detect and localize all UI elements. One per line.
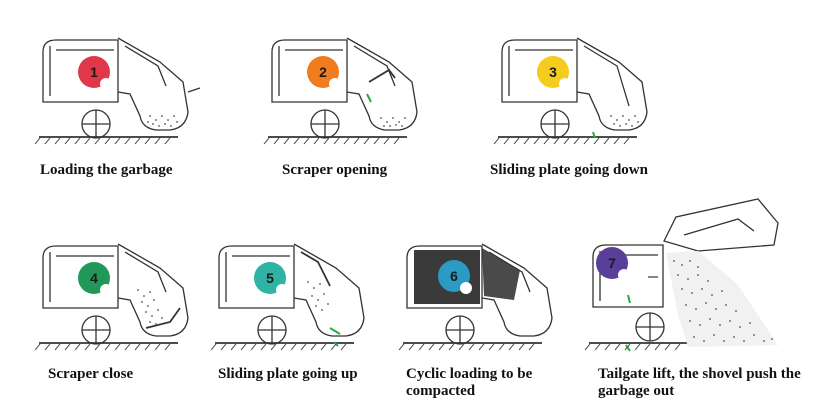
step-5-truck-illustration [210,243,365,351]
step-5-caption: Sliding plate going up [218,366,358,382]
step-6-caption: Cyclic loading to be compacted [406,366,533,399]
step-1-truck-illustration [34,37,201,145]
step-4-panel: 4 [34,238,208,353]
step-6-number: 6 [450,268,458,284]
step-7-number: 7 [608,255,616,271]
step-7-truck-illustration [584,198,779,352]
step-1-number: 1 [90,64,98,80]
step-2-caption: Scraper opening [282,162,388,178]
step-6-truck-illustration [398,243,553,351]
step-3-number: 3 [549,64,557,80]
step-1-caption: Loading the garbage [40,162,173,178]
step-2-panel: 2 [263,32,437,147]
step-7-caption: Tailgate lift, the shovel push the garba… [598,366,801,399]
step-7-raised-tailgate [663,198,779,252]
step-5-panel: 5 [210,238,384,353]
step-3-truck-illustration [493,37,648,145]
step-2-truck-illustration [263,37,418,145]
step-1-panel: 1 [34,32,208,147]
step-5-number: 5 [266,270,274,286]
step-4-truck-illustration [34,243,189,351]
step-3-caption: Sliding plate going down [490,162,648,178]
step-4-caption: Scraper close [48,366,134,382]
step-3-panel: 3 [493,32,667,147]
step-7-panel: 7 [584,195,808,355]
step-6-panel: 6 [398,238,572,353]
step-4-number: 4 [90,270,98,286]
step-2-number: 2 [319,64,327,80]
